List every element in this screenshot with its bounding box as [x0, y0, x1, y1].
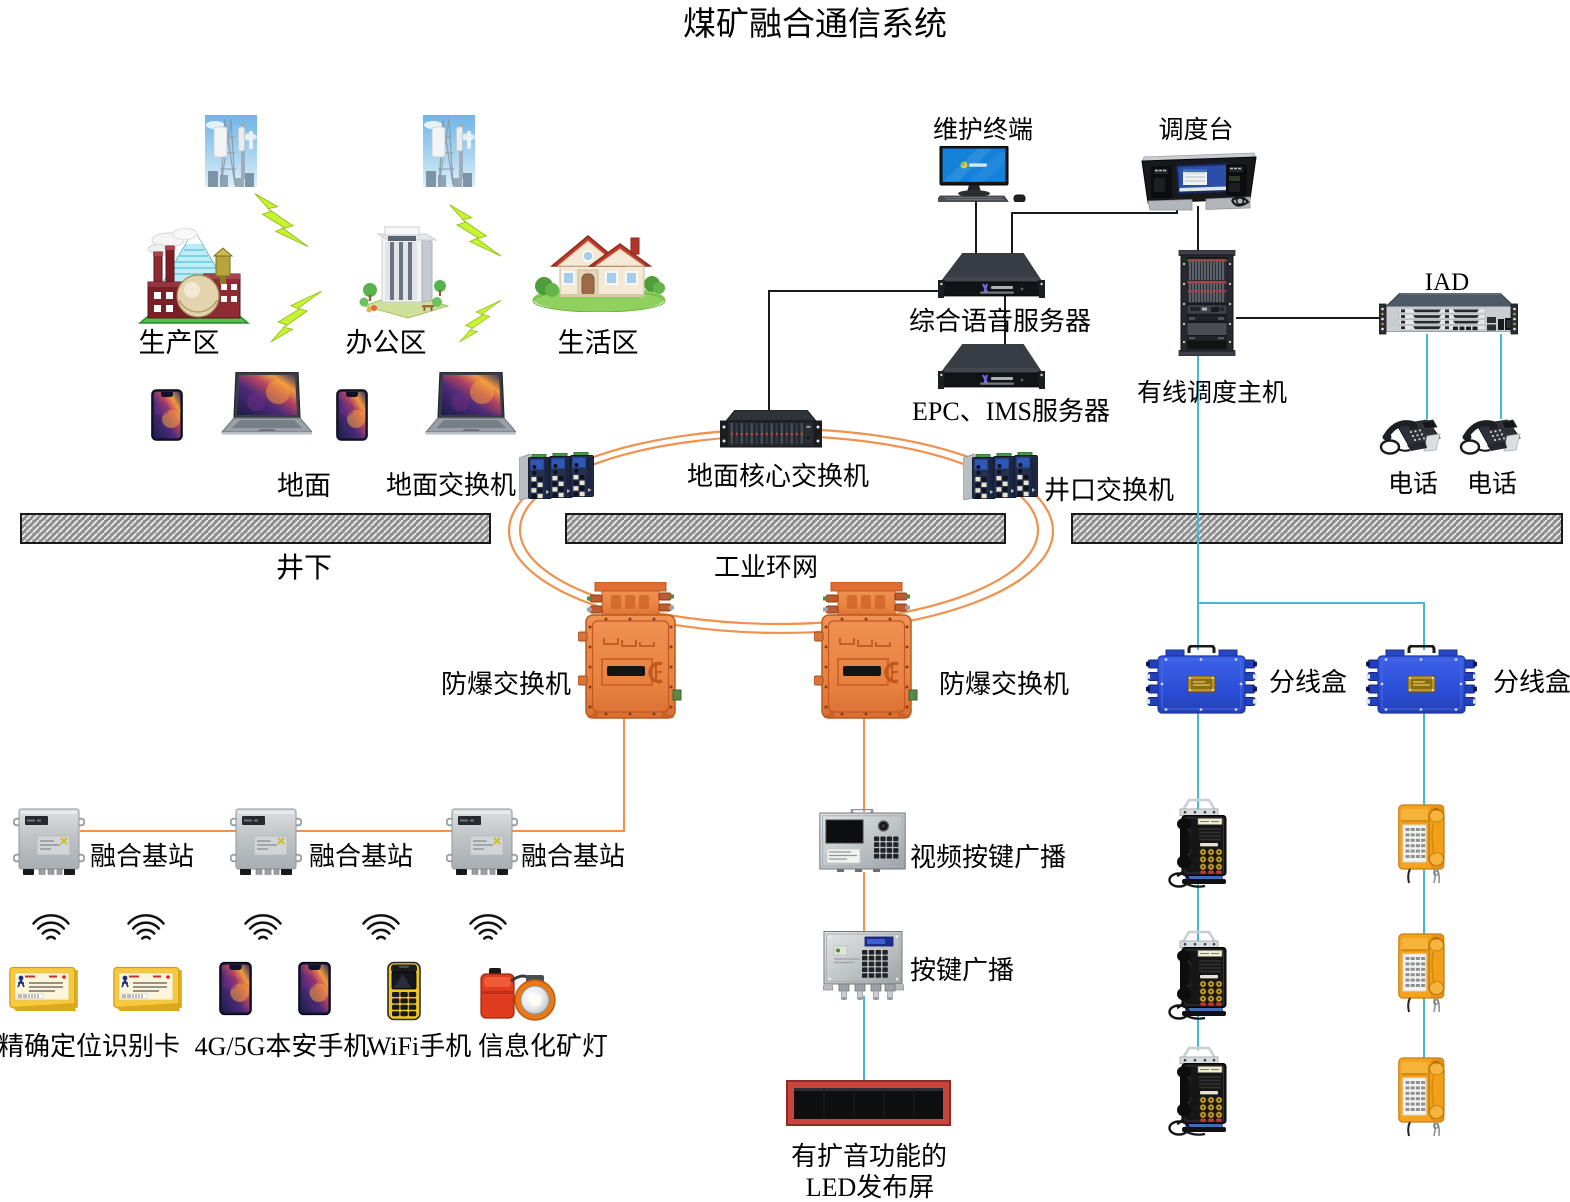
label-dispatch-console: 调度台 — [1158, 117, 1234, 144]
led-screen-icon — [786, 1080, 951, 1126]
wifi-phone-icon — [387, 961, 421, 1021]
ground-bar-left — [20, 513, 491, 544]
label-junction-box-2: 分线盒 — [1492, 668, 1570, 697]
wireless-bolt-icon-4 — [459, 300, 502, 342]
label-iad: IAD — [1424, 269, 1470, 296]
label-living-area: 生活区 — [557, 328, 639, 358]
label-wifi-phone: WiFi手机 — [366, 1032, 472, 1061]
line-console-to-voice-server — [1011, 206, 1178, 254]
label-core-switch: 地面核心交换机 — [686, 462, 870, 491]
ground-bar-middle — [565, 513, 1006, 544]
ground-surface-bars — [20, 513, 1563, 544]
label-industrial-ring: 工业环网 — [713, 553, 819, 582]
core-switch-icon — [720, 410, 822, 448]
label-ground: 地面 — [277, 471, 331, 501]
living-area-icon — [532, 235, 666, 312]
mine-phone-icon-3 — [1168, 1046, 1228, 1136]
junction-box-icon-2 — [1366, 645, 1477, 715]
video-broadcast-icon — [819, 809, 906, 873]
line-branch-to-junction-2 — [1198, 602, 1425, 650]
office-area-icon — [359, 226, 449, 319]
surface-switch-icon — [519, 452, 593, 500]
wall-phone-icon-3 — [1398, 1057, 1445, 1137]
junction-box-icon-1 — [1146, 645, 1257, 715]
label-key-broadcast: 按键广播 — [909, 956, 1015, 985]
line-base-stations-chain — [80, 718, 625, 832]
wired-dispatch-host-icon — [1178, 250, 1236, 356]
wifi-signal-icon-2 — [127, 914, 165, 940]
label-wellhead-switch: 井口交换机 — [1043, 476, 1175, 505]
cell-tower-icon-2 — [423, 115, 475, 187]
label-led-screen-line2: LED发布屏 — [805, 1173, 935, 1202]
cell-tower-icon-1 — [205, 115, 257, 187]
base-station-icon-2 — [230, 808, 302, 876]
positioning-card-icon-1 — [9, 966, 78, 1012]
wifi-signal-icon-1 — [32, 914, 70, 940]
desk-phone-icon-2 — [1461, 420, 1520, 454]
label-ep-switch-2: 防爆交换机 — [938, 670, 1070, 699]
devices — [9, 115, 1520, 1137]
label-base-station-3: 融合基站 — [520, 842, 626, 871]
label-maintenance-terminal: 维护终端 — [932, 117, 1034, 144]
label-base-station-1: 融合基站 — [89, 842, 195, 871]
mine-phone-icon-2 — [1168, 930, 1228, 1020]
label-base-station-2: 融合基站 — [308, 842, 414, 871]
label-ep-switch-1: 防爆交换机 — [440, 670, 572, 699]
key-broadcast-icon — [823, 930, 904, 1000]
mine-smartphone-icon-2 — [298, 961, 331, 1016]
wifi-signal-icon-4 — [362, 914, 400, 940]
dispatch-console-icon — [1140, 151, 1258, 212]
label-4g5g-phone: 4G/5G本安手机 — [194, 1032, 370, 1061]
positioning-card-icon-2 — [113, 966, 182, 1012]
base-station-icon-3 — [446, 808, 518, 876]
mine-lamp-icon — [479, 967, 556, 1022]
label-epc-ims-server: EPC、IMS服务器 — [912, 397, 1110, 426]
wireless-bolt-icon-2 — [270, 291, 323, 342]
ethernet-lines — [768, 198, 1379, 412]
line-voice-server-to-core-switch — [768, 290, 941, 412]
wireless-bolt-icon-1 — [254, 193, 308, 247]
ep-switch-icon-1 — [578, 582, 683, 720]
label-telephone-2: 电话 — [1466, 471, 1518, 498]
label-office-area: 办公区 — [345, 328, 427, 358]
label-underground: 井下 — [275, 553, 333, 584]
label-surface-switch: 地面交换机 — [385, 471, 517, 500]
maintenance-terminal-icon — [938, 146, 1026, 202]
label-telephone-1: 电话 — [1387, 471, 1439, 498]
wall-phone-icon-1 — [1398, 804, 1445, 884]
desk-phone-icon-1 — [1381, 420, 1440, 454]
label-voice-server: 综合语音服务器 — [908, 307, 1092, 336]
ep-switch-icon-2 — [814, 582, 919, 720]
label-video-broadcast: 视频按键广播 — [909, 843, 1067, 872]
surface-laptop-icon-1 — [221, 372, 312, 436]
production-area-icon — [139, 227, 249, 324]
surface-smartphone-icon-1 — [151, 389, 183, 441]
wireless-bolt-icon-3 — [449, 204, 501, 257]
surface-laptop-icon-2 — [425, 372, 516, 436]
surface-smartphone-icon-2 — [336, 389, 368, 441]
mine-phone-icon-1 — [1168, 798, 1228, 888]
wall-phone-icon-2 — [1398, 933, 1445, 1013]
label-production-area: 生产区 — [138, 328, 220, 358]
label-mine-lamp: 信息化矿灯 — [477, 1032, 609, 1061]
mine-smartphone-icon-1 — [219, 961, 252, 1016]
iad-icon — [1379, 293, 1518, 335]
label-positioning-card: 精确定位识别卡 — [0, 1032, 181, 1061]
label-wired-dispatch-host: 有线调度主机 — [1136, 380, 1288, 407]
base-station-icon-1 — [13, 808, 85, 876]
epc-ims-server-icon — [938, 344, 1045, 389]
label-junction-box-1: 分线盒 — [1268, 668, 1348, 697]
diagram-title: 煤矿融合通信系统 — [683, 7, 947, 43]
wellhead-switch-icon — [963, 452, 1037, 500]
ground-bar-right — [1071, 513, 1563, 544]
voice-server-icon — [938, 253, 1045, 298]
wifi-signal-icon-3 — [244, 914, 282, 940]
label-led-screen-line1: 有扩音功能的 — [790, 1142, 948, 1171]
wifi-signal-icon-5 — [469, 914, 507, 940]
